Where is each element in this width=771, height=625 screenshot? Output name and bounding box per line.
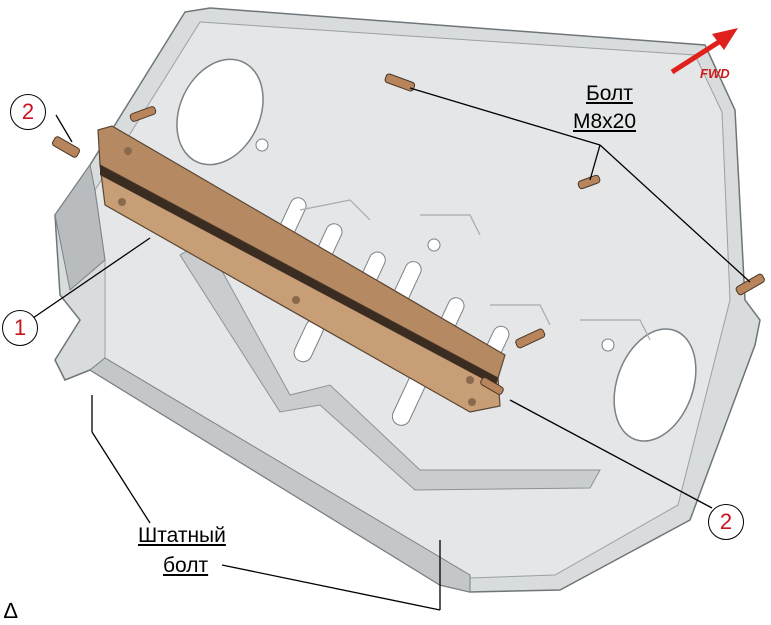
- hole: [255, 138, 269, 152]
- plate-left-side: [54, 163, 106, 291]
- plate-channel: [179, 239, 601, 491]
- oval-cutout-right: [613, 328, 697, 442]
- stock-bolt-label-line1: Штатный: [138, 524, 226, 547]
- corner-mark: ∆: [4, 598, 18, 620]
- fwd-label: FWD: [700, 66, 730, 81]
- hole: [427, 238, 441, 252]
- stock-bolt-label-line2: болт: [163, 554, 209, 577]
- oval-cutout-left: [176, 58, 264, 166]
- plate-front-flange: [89, 357, 471, 593]
- callout-part-1: 1: [2, 310, 38, 346]
- fwd-arrow: [670, 28, 738, 75]
- callout-part-2-right: 2: [708, 504, 744, 540]
- bolt-label-line1: Болт: [586, 82, 633, 105]
- hole: [601, 338, 615, 352]
- leader-lines: [32, 87, 751, 611]
- mounting-bracket: [97, 125, 506, 413]
- callout-part-2-left: 2: [10, 94, 46, 130]
- bolt-label-line2: M8x20: [573, 110, 637, 133]
- bolts: [51, 73, 765, 395]
